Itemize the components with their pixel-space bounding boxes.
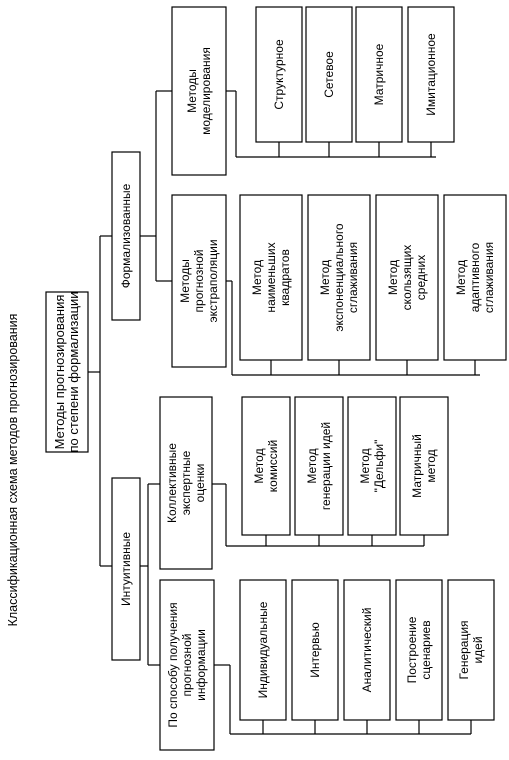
collective-node-frame (159, 396, 213, 570)
by-source-node-frame (159, 579, 215, 751)
collective-item-2-frame (294, 396, 344, 536)
by-source-item-1-frame (239, 579, 287, 721)
diagram-title: Классификационная схема методов прогнози… (6, 314, 20, 627)
extrapolation-item-3-label: Методскользящихсредних (386, 245, 428, 311)
extrapolation-item-3-frame (375, 194, 439, 361)
modeling-item-3-label: Матричное (372, 43, 386, 105)
collective-node: Коллективныеэкспертныеоценки (159, 396, 213, 570)
collective-item-1: Методкомиссий (241, 396, 291, 536)
extrapolation-item-4-label: Методадаптивногосглаживания (454, 242, 496, 313)
modeling-item-3: Матричное (355, 6, 403, 143)
modeling-item-2-label: Сетевое (322, 51, 336, 98)
extrapolation-item-2-frame (307, 194, 371, 361)
root-node: Методы прогнозированияпо степени формали… (45, 291, 89, 453)
modeling-node-label: Методымоделирования (185, 47, 213, 135)
extrapolation-item-2: Методэкспоненциальногосглаживания (307, 194, 371, 361)
collective-item-3-frame (347, 396, 397, 536)
by-source-item-3-frame (343, 579, 391, 721)
connector-lines (88, 90, 480, 735)
collective-node-label: Коллективныеэкспертныеоценки (165, 443, 207, 523)
by-source-item-5: Генерацияидей (447, 579, 495, 721)
intuitive-node-label: Интуитивные (119, 532, 133, 606)
intuitive-node-frame (111, 477, 141, 661)
modeling-node: Методымоделирования (171, 6, 227, 176)
by-source-item-2-label: Интервью (308, 622, 322, 678)
collective-item-2-label: Методгенерации идей (305, 422, 333, 510)
collective-item-1-label: Методкомиссий (252, 440, 280, 492)
collective-item-4-label: Матричныйметод (410, 434, 438, 498)
modeling-item-4-frame (407, 6, 455, 143)
extrapolation-item-1-frame (239, 194, 303, 361)
formalized-node: Формализованные (111, 151, 141, 321)
root-node-label: Методы прогнозированияпо степени формали… (52, 291, 81, 452)
by-source-item-3: Аналитический (343, 579, 391, 721)
by-source-node-label: По способу полученияпрогнознойинформации (166, 602, 208, 727)
extrapolation-item-3: Методскользящихсредних (375, 194, 439, 361)
by-source-item-1-label: Индивидуальные (256, 601, 270, 698)
collective-item-4-frame (399, 396, 449, 536)
extrapolation-item-2-label: Методэкспоненциальногосглаживания (318, 223, 360, 332)
extrapolation-item-1: Методнаименьшихквадратов (239, 194, 303, 361)
intuitive-node: Интуитивные (111, 477, 141, 661)
modeling-item-1: Структурное (255, 6, 303, 143)
diagram-nodes: Классификационная схема методов прогнози… (6, 6, 507, 751)
by-source-item-3-label: Аналитический (360, 608, 374, 693)
by-source-item-4-frame (395, 579, 443, 721)
by-source-item-4-label: Построениесценариев (405, 616, 433, 683)
root-node-frame (45, 291, 89, 453)
modeling-item-1-label: Структурное (272, 39, 286, 110)
modeling-item-4-label: Имитационное (424, 33, 438, 116)
extrapolation-item-4: Методадаптивногосглаживания (443, 194, 507, 361)
collective-item-1-frame (241, 396, 291, 536)
extrapolation-node-frame (171, 194, 227, 368)
collective-item-3: Метод"Дельфи" (347, 396, 397, 536)
modeling-node-frame (171, 6, 227, 176)
formalized-node-label: Формализованные (119, 183, 133, 288)
by-source-item-2-frame (291, 579, 339, 721)
by-source-item-2: Интервью (291, 579, 339, 721)
collective-item-2: Методгенерации идей (294, 396, 344, 536)
by-source-item-5-label: Генерацияидей (457, 620, 485, 679)
extrapolation-item-4-frame (443, 194, 507, 361)
modeling-item-3-frame (355, 6, 403, 143)
by-source-item-4: Построениесценариев (395, 579, 443, 721)
modeling-item-2: Сетевое (305, 6, 353, 143)
extrapolation-node: Методыпрогнознойэкстраполяции (171, 194, 227, 368)
by-source-item-1: Индивидуальные (239, 579, 287, 721)
collective-item-4: Матричныйметод (399, 396, 449, 536)
extrapolation-item-1-label: Методнаименьшихквадратов (250, 242, 292, 312)
modeling-item-4: Имитационное (407, 6, 455, 143)
modeling-item-2-frame (305, 6, 353, 143)
formalized-node-frame (111, 151, 141, 321)
modeling-item-1-frame (255, 6, 303, 143)
extrapolation-node-label: Методыпрогнознойэкстраполяции (178, 239, 220, 322)
collective-item-3-label: Метод"Дельфи" (358, 440, 386, 493)
by-source-item-5-frame (447, 579, 495, 721)
by-source-node: По способу полученияпрогнознойинформации (159, 579, 215, 751)
